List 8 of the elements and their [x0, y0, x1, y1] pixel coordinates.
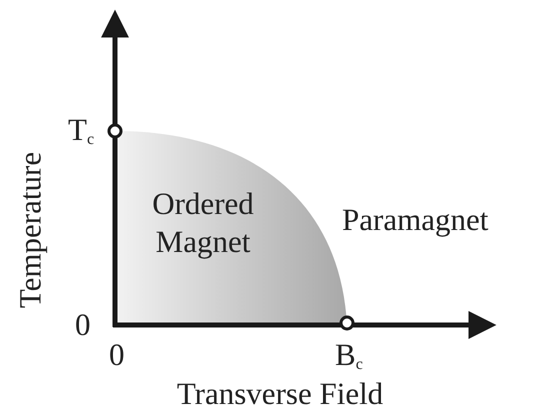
region-label: Ordered Magnet	[151, 185, 255, 261]
axis-value: B$_{c}$	[335, 339, 363, 373]
axis-title: Temperature	[14, 152, 46, 308]
axis-value: T$_{c}$	[68, 114, 94, 148]
axis-title: Transverse Field	[176, 378, 384, 409]
tick-label: 0	[109, 339, 124, 370]
region-label: Paramagnet	[342, 204, 488, 235]
tick-label: 0	[75, 309, 90, 340]
